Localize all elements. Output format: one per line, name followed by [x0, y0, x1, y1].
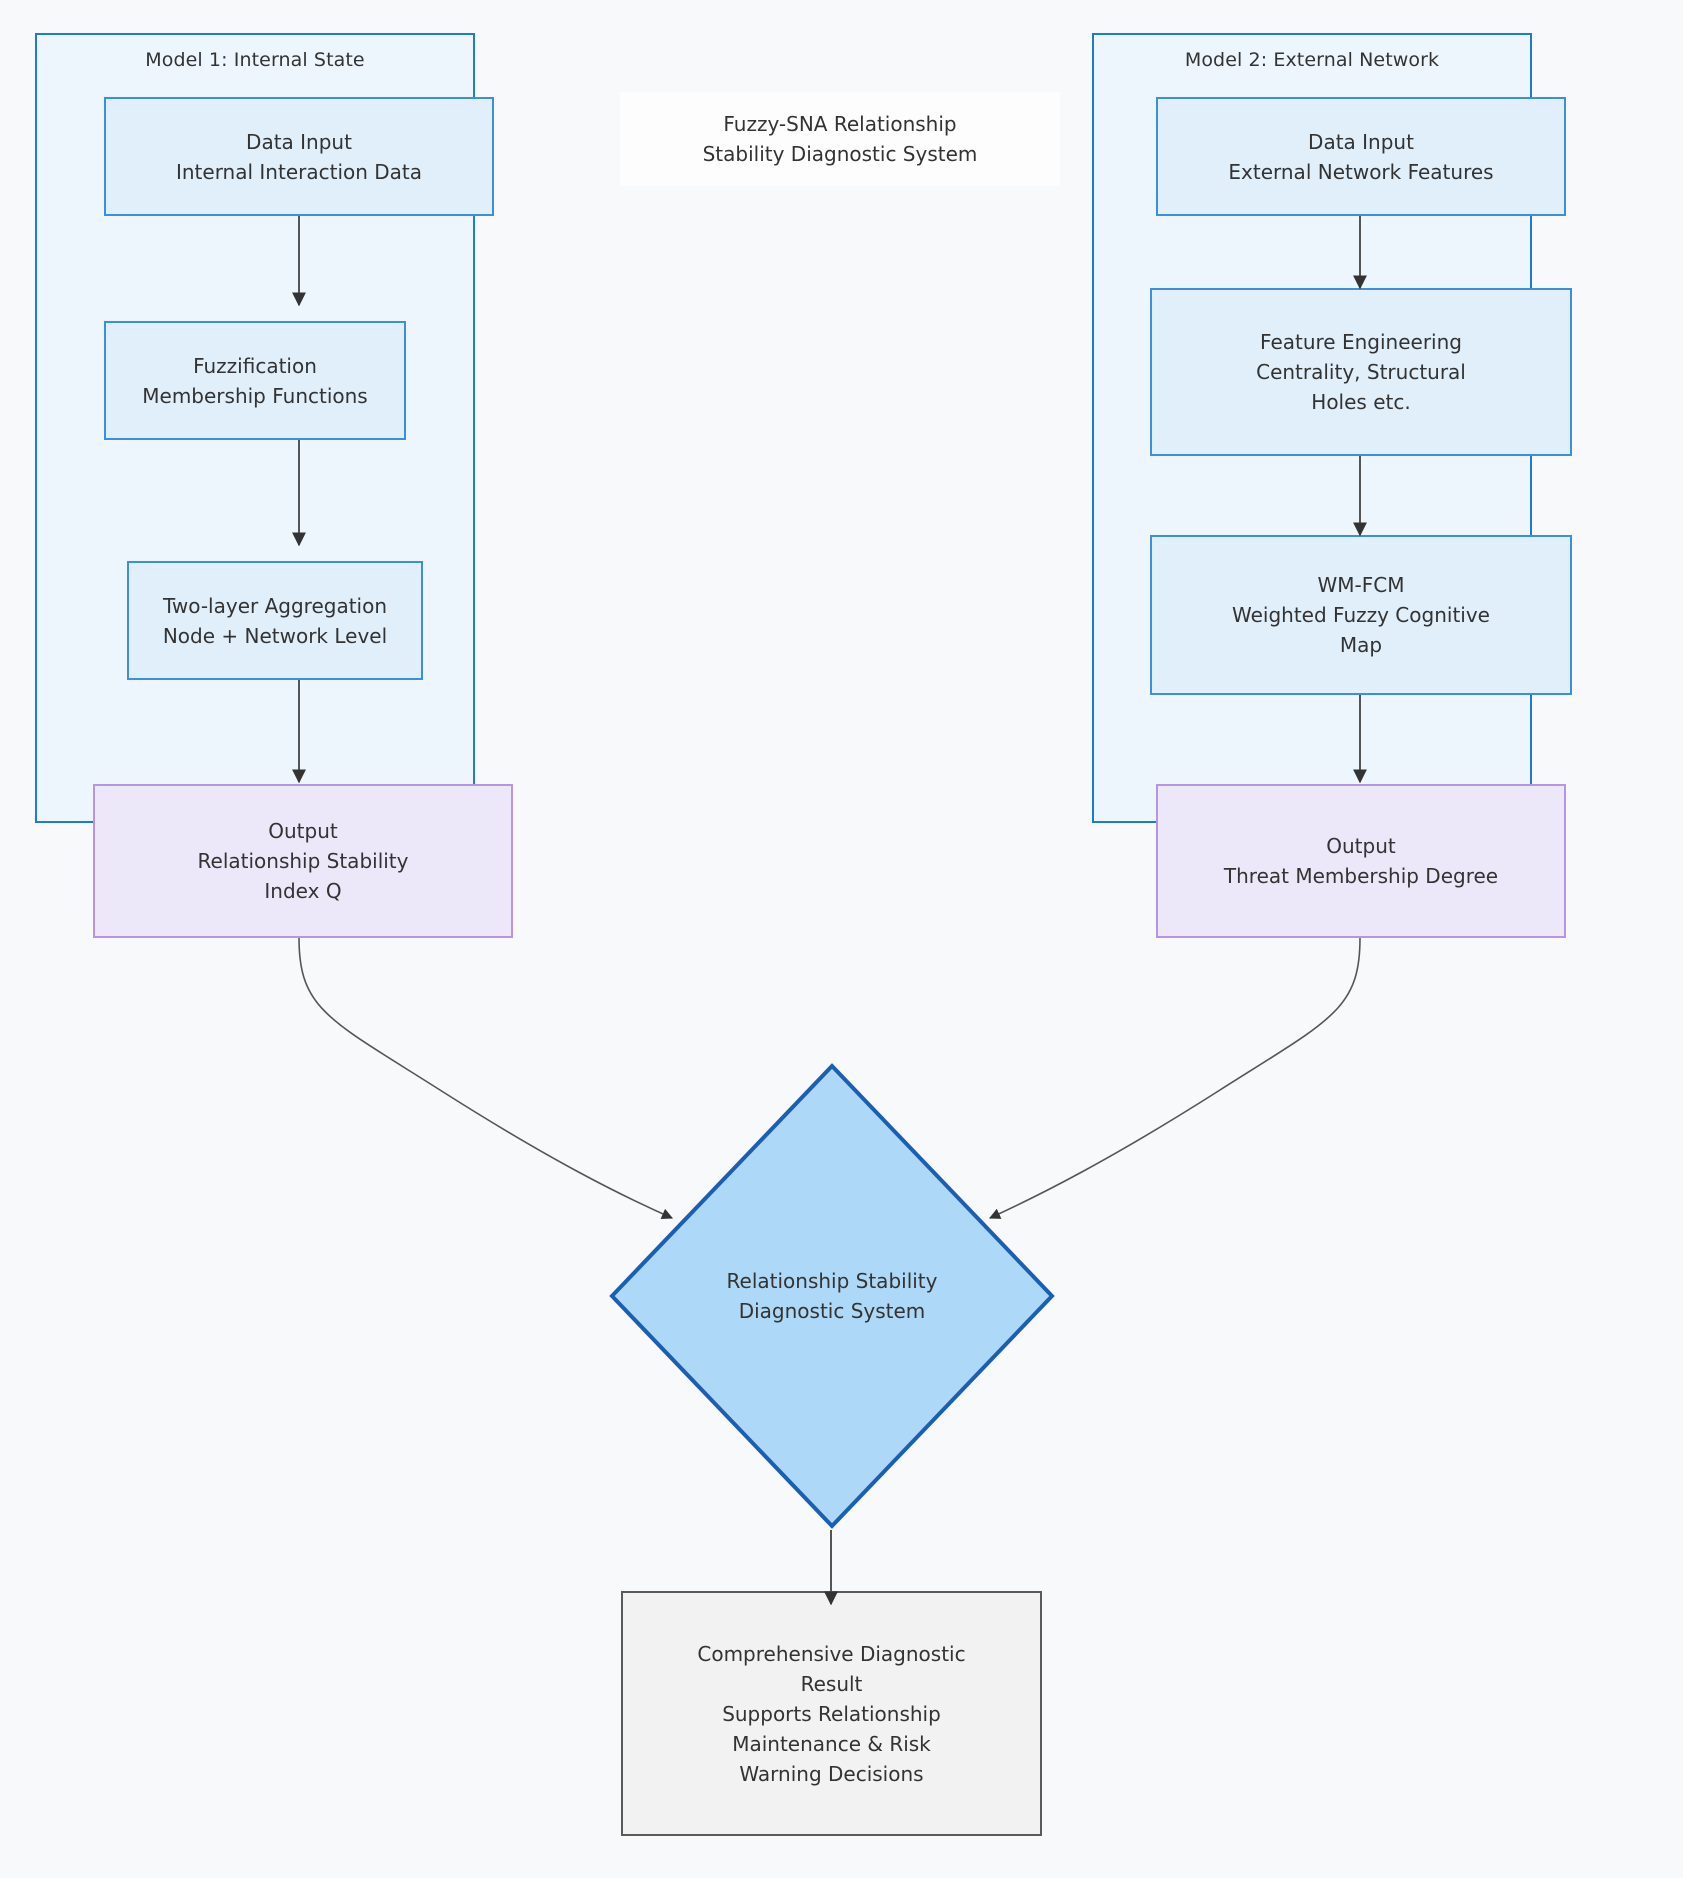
node-m1-data-input-line-1: Data Input: [246, 129, 352, 154]
final-result-line-4: Maintenance & Risk: [732, 1731, 931, 1756]
node-decision-diamond[interactable]: Relationship Stability Diagnostic System: [608, 1062, 1056, 1530]
node-m2-wm-fcm[interactable]: WM-FCM Weighted Fuzzy Cognitive Map: [1150, 535, 1572, 695]
node-m1-fuzzification-line-1: Fuzzification: [193, 353, 317, 378]
subgraph-model-2-title: Model 2: External Network: [1184, 49, 1440, 71]
diagram-title-line-1: Fuzzy-SNA Relationship: [723, 112, 957, 136]
decision-diamond-shape: [609, 1063, 1055, 1529]
node-m1-aggregation-line-2: Node + Network Level: [162, 623, 388, 648]
node-m2-data-input-line-2: External Network Features: [1228, 159, 1494, 184]
node-m1-fuzzification-line-2: Membership Functions: [142, 383, 368, 408]
final-result-line-5: Warning Decisions: [739, 1761, 924, 1786]
node-m2-feature-line-2: Centrality, Structural: [1256, 360, 1466, 384]
node-m1-data-input-line-2: Internal Interaction Data: [175, 159, 423, 184]
final-result-line-2: Result: [800, 1671, 863, 1696]
node-m2-wmfcm-line-3: Map: [1339, 633, 1383, 657]
diagram-title-box: Fuzzy-SNA Relationship Stability Diagnos…: [620, 92, 1060, 186]
final-result-line-1: Comprehensive Diagnostic: [697, 1641, 966, 1666]
node-m1-output-line-2: Relationship Stability: [197, 849, 409, 873]
node-m1-output-line-3: Index Q: [264, 879, 342, 903]
node-m2-feature-line-3: Holes etc.: [1311, 390, 1411, 414]
node-m2-feature-engineering[interactable]: Feature Engineering Centrality, Structur…: [1150, 288, 1572, 456]
node-m1-output-line-1: Output: [268, 819, 338, 843]
node-m2-wmfcm-line-1: WM-FCM: [1317, 573, 1405, 597]
node-m1-aggregation-line-1: Two-layer Aggregation: [162, 593, 388, 618]
node-m2-wmfcm-line-2: Weighted Fuzzy Cognitive: [1232, 603, 1490, 627]
node-m1-data-input[interactable]: Data Input Internal Interaction Data: [104, 97, 494, 216]
node-m2-output[interactable]: Output Threat Membership Degree: [1156, 784, 1566, 938]
node-m2-data-input[interactable]: Data Input External Network Features: [1156, 97, 1566, 216]
node-m1-output[interactable]: Output Relationship Stability Index Q: [93, 784, 513, 938]
node-m2-data-input-line-1: Data Input: [1308, 129, 1414, 154]
node-m1-fuzzification[interactable]: Fuzzification Membership Functions: [104, 321, 406, 440]
decision-line-1: Relationship Stability: [726, 1269, 938, 1293]
decision-diamond-label: Relationship Stability Diagnostic System: [608, 1062, 1056, 1530]
final-result-line-3: Supports Relationship: [722, 1701, 941, 1726]
node-m2-output-line-2: Threat Membership Degree: [1223, 864, 1499, 888]
diagram-title-line-2: Stability Diagnostic System: [702, 142, 978, 166]
decision-line-2: Diagnostic System: [738, 1299, 926, 1323]
subgraph-model-1-title: Model 1: Internal State: [145, 49, 365, 71]
node-m2-feature-line-1: Feature Engineering: [1260, 330, 1462, 354]
node-m2-output-line-1: Output: [1326, 834, 1396, 858]
node-final-result[interactable]: Comprehensive Diagnostic Result Supports…: [621, 1591, 1042, 1836]
node-m1-two-layer-aggregation[interactable]: Two-layer Aggregation Node + Network Lev…: [127, 561, 423, 680]
